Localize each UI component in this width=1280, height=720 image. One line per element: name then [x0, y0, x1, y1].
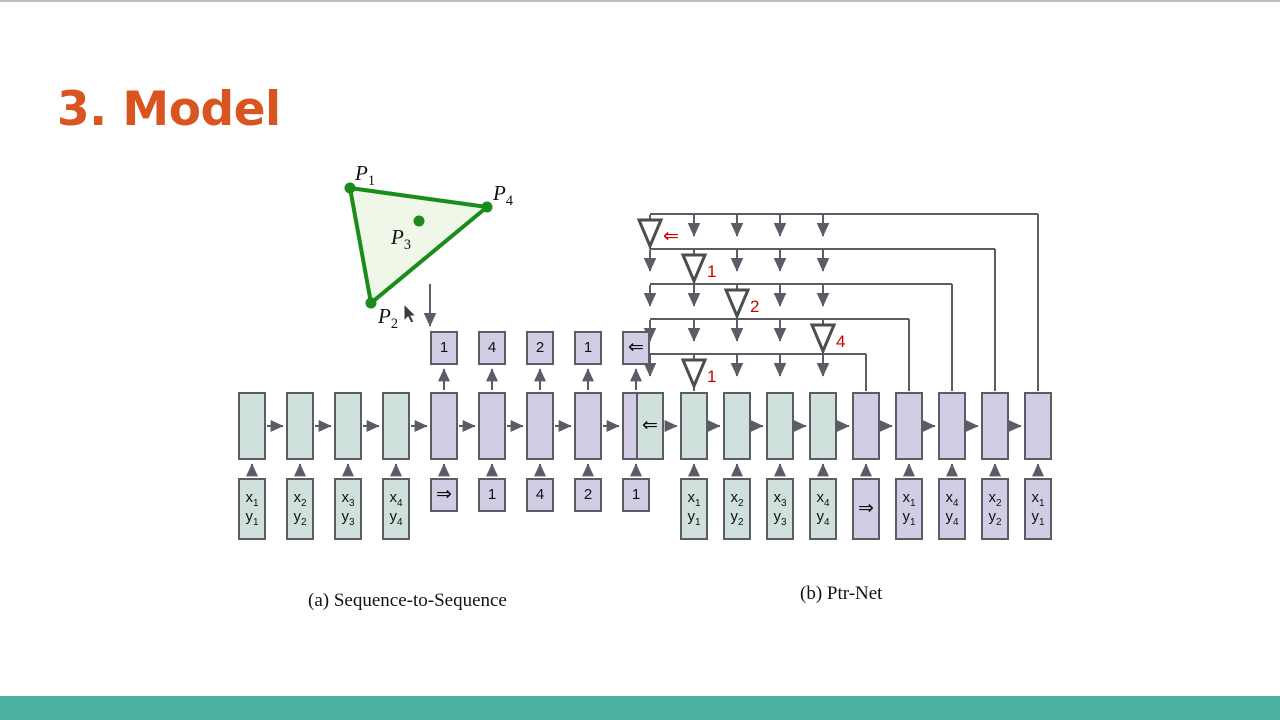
- page-title: 3. Model: [57, 82, 281, 137]
- s2s-output-token: 2: [526, 331, 554, 365]
- s2s-decoder-cell: [526, 392, 554, 460]
- ptrnet-decoder-input: ⇒: [852, 478, 880, 540]
- s2s-output-token: 1: [430, 331, 458, 365]
- footer-accent-bar: [0, 696, 1280, 720]
- ptrnet-decoder-cell: [938, 392, 966, 460]
- s2s-encoder-cell: [334, 392, 362, 460]
- s2s-output-token: 4: [478, 331, 506, 365]
- top-divider: [0, 0, 1280, 2]
- ptrnet-decoder-cell: [981, 392, 1009, 460]
- s2s-encoder-cell: [238, 392, 266, 460]
- s2s-output-token: 1: [574, 331, 602, 365]
- s2s-encoder-cell: [286, 392, 314, 460]
- s2s-decoder-cell: [574, 392, 602, 460]
- ptrnet-encoder-cell: [766, 392, 794, 460]
- s2s-decoder-input: 4: [526, 478, 554, 512]
- s2s-decoder-input: 1: [622, 478, 650, 512]
- s2s-output-token: ⇐: [622, 331, 650, 365]
- s2s-decoder-cell: [478, 392, 506, 460]
- s2s-decoder-input: 2: [574, 478, 602, 512]
- ptrnet-decoder-cell: [1024, 392, 1052, 460]
- ptrnet-decoder-cell: [852, 392, 880, 460]
- ptrnet-encoder-cell: [723, 392, 751, 460]
- figure-caption-b: (b) Ptr-Net: [800, 583, 883, 604]
- ptrnet-decoder-cell: [895, 392, 923, 460]
- ptrnet-encoder-cell: [680, 392, 708, 460]
- s2s-decoder-cell: [430, 392, 458, 460]
- s2s-decoder-input: ⇒: [430, 478, 458, 512]
- s2s-encoder-cell: [382, 392, 410, 460]
- figure-caption-a: (a) Sequence-to-Sequence: [308, 590, 507, 611]
- ptrnet-encoder-cell: [809, 392, 837, 460]
- s2s-decoder-input: 1: [478, 478, 506, 512]
- ptrnet-start-cell: ⇐: [636, 392, 664, 460]
